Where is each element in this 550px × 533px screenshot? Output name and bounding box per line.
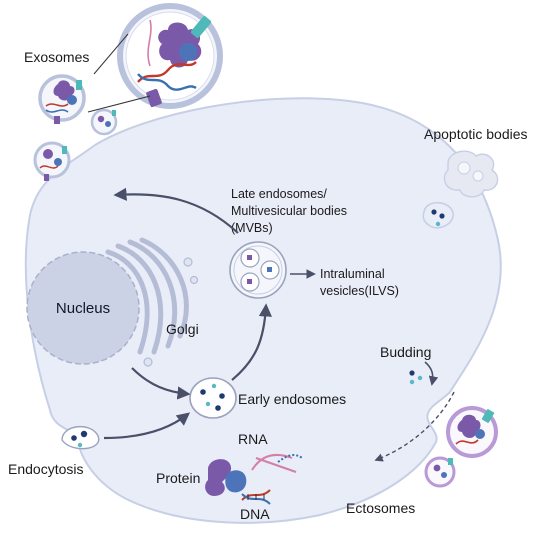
exosomes-label: Exosomes — [24, 49, 89, 65]
golgi-apparatus-icon — [105, 237, 189, 355]
budding-label: Budding — [380, 344, 431, 360]
multivesicular-body-icon — [229, 241, 287, 299]
exosome-icon-released — [33, 141, 71, 181]
zoom-line-bottom — [87, 95, 151, 113]
budding-particles — [409, 370, 423, 385]
early-endosome-icon — [189, 377, 237, 419]
ilvs-label-2: vesicles(ILVS) — [320, 284, 399, 298]
golgi-label: Golgi — [166, 321, 199, 337]
membrane-bleb-icon — [422, 201, 454, 229]
arrow-mvb-to-membrane — [113, 187, 239, 234]
ilvs-label-1: Intraluminal — [320, 267, 385, 281]
exosome-icon-small — [90, 108, 118, 136]
ectosome-icon-small — [424, 456, 456, 488]
ectosomes-label: Ectosomes — [346, 500, 415, 516]
golgi-vesicles — [143, 257, 199, 367]
dna-icon — [241, 489, 271, 505]
nucleus — [26, 251, 140, 365]
apoptotic-bodies-label: Apoptotic bodies — [424, 126, 528, 142]
ectosome-icon-large — [446, 406, 498, 458]
arrow-early-to-late — [231, 303, 272, 381]
protein-label: Protein — [156, 470, 200, 486]
late-endosomes-label-3: (MVBs) — [231, 221, 273, 235]
endocytosis-vesicle-icon — [61, 426, 100, 450]
zoom-line-top — [93, 33, 129, 75]
protein-icon — [205, 459, 247, 496]
nucleus-label: Nucleus — [56, 300, 110, 317]
dna-label: DNA — [240, 506, 270, 522]
exosome-icon-large — [117, 3, 223, 109]
budding-arrow — [424, 361, 439, 386]
endocytosis-label: Endocytosis — [8, 461, 83, 477]
apoptotic-body-icon — [443, 150, 499, 198]
early-endosomes-label: Early endosomes — [238, 391, 346, 407]
rna-label: RNA — [238, 431, 268, 447]
arrow-endocytosis-to-early — [103, 412, 191, 440]
late-endosomes-label-2: Multivesicular bodies — [231, 204, 347, 218]
exosome-icon-medium — [38, 74, 86, 124]
ectosome-release-arrow — [374, 391, 455, 462]
late-endosomes-label-1: Late endosomes/ — [231, 187, 327, 201]
rna-icon — [251, 453, 303, 473]
arrow-golgi-to-early — [131, 367, 191, 400]
